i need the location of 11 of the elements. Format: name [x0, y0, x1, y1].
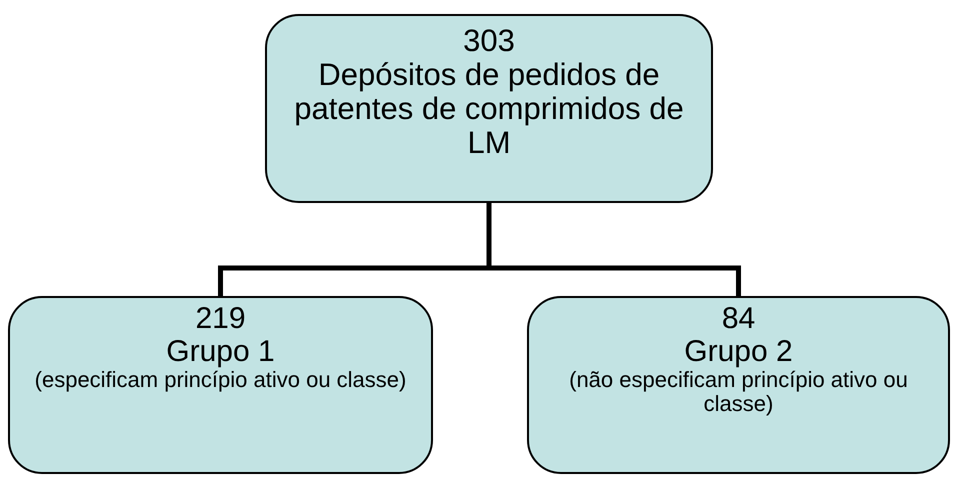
box-text: Depósitos de pedidos de patentes de comprimidos de LM: [293, 58, 685, 160]
box-text: Grupo 2: [684, 335, 793, 368]
rounded-box: [265, 14, 713, 203]
rounded-box: [8, 296, 433, 474]
box-text: (não especificam princípio ativo ou classe): [568, 368, 909, 416]
box-text: Grupo 1: [166, 335, 275, 368]
count-number: 84: [722, 302, 756, 335]
count-number: 303: [463, 24, 515, 58]
count-number: 219: [195, 302, 246, 335]
rounded-box: [527, 296, 950, 474]
box-text: (especificam princípio ativo ou classe): [34, 368, 406, 392]
